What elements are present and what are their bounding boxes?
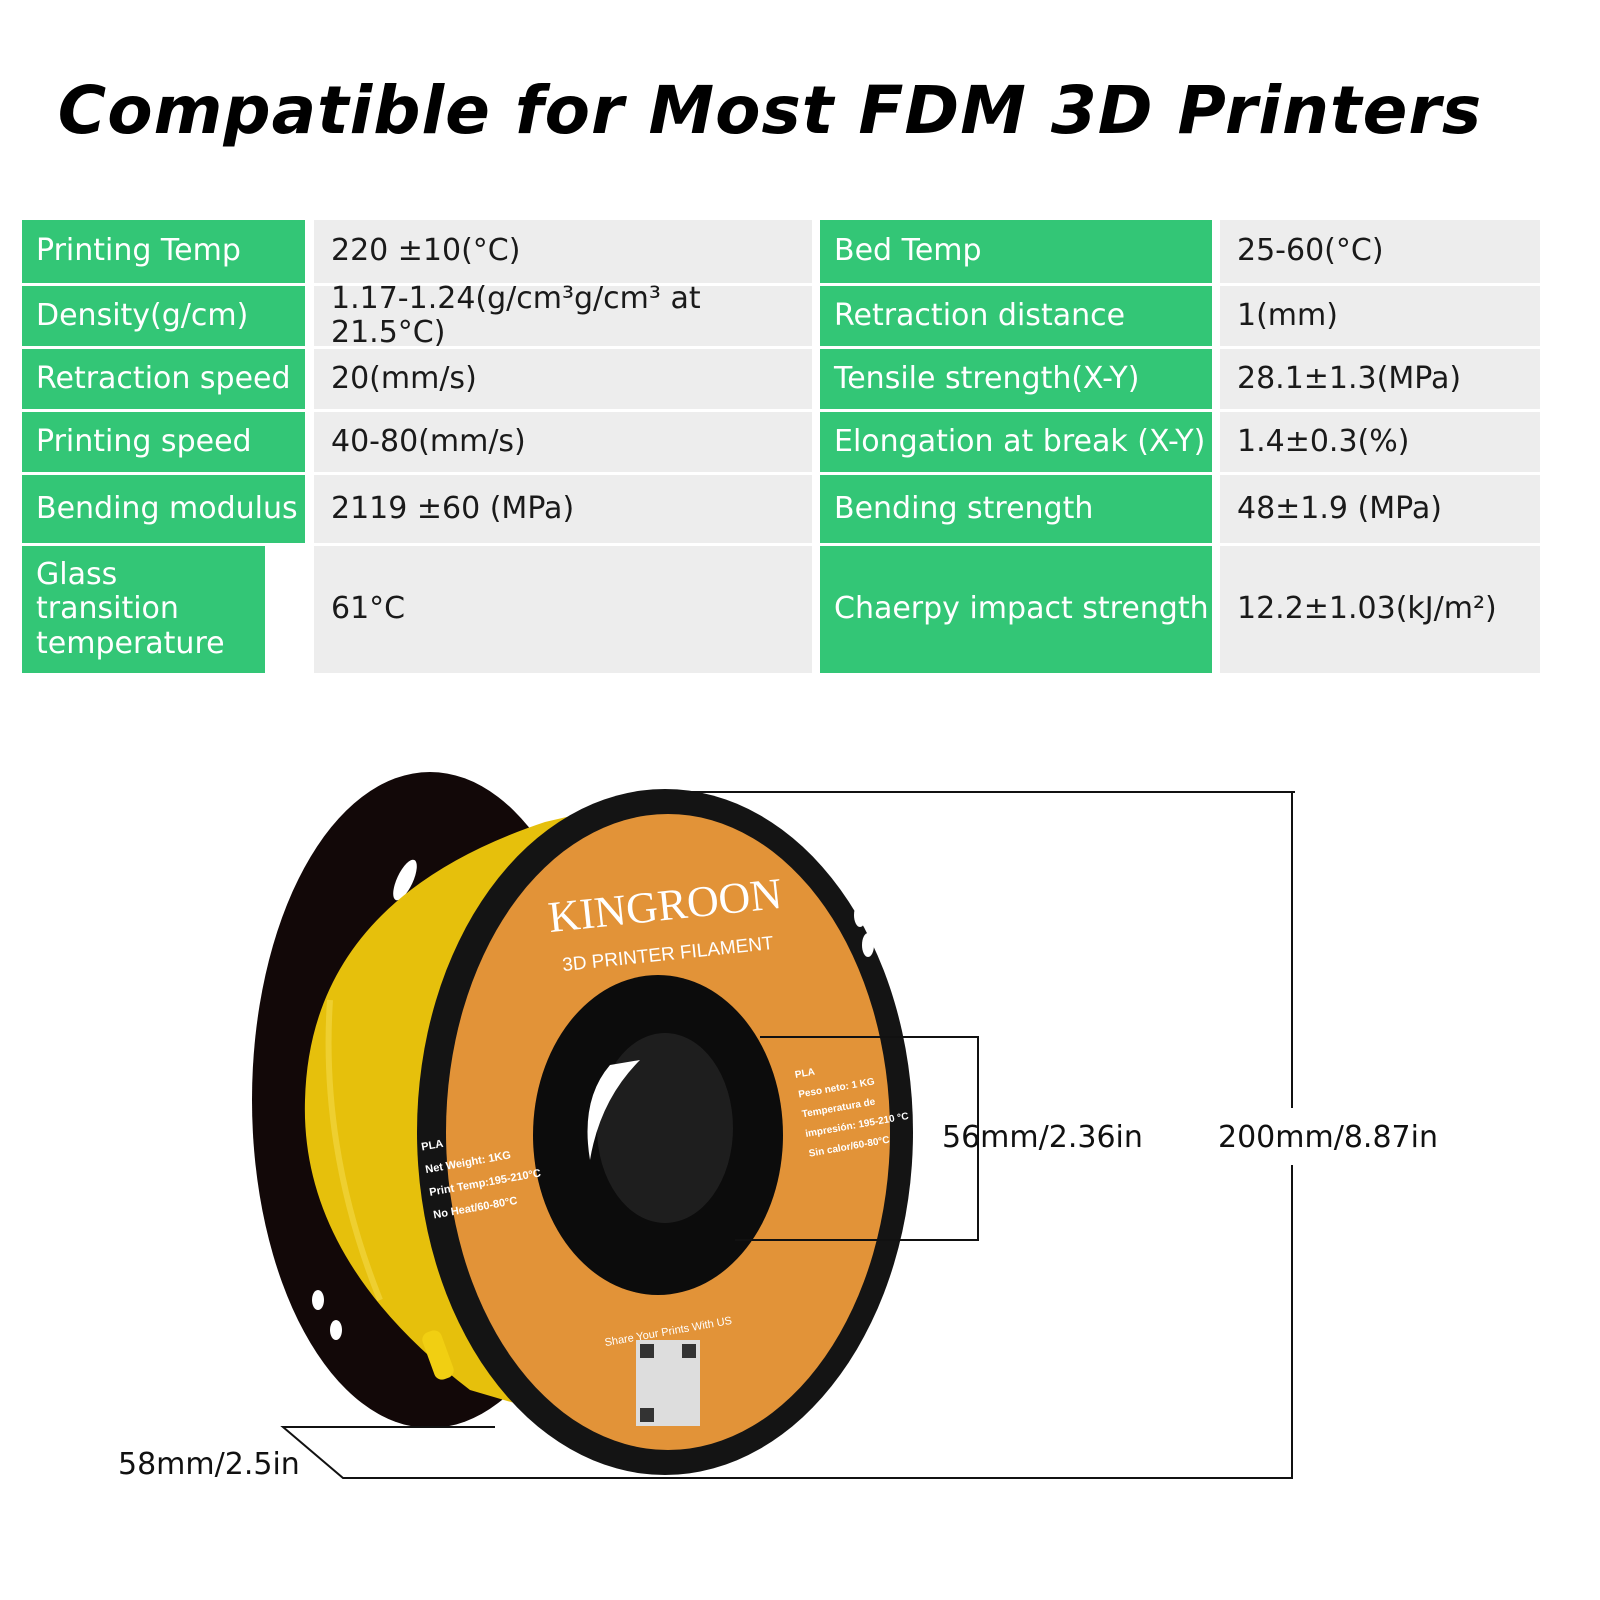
left-spec-value: 2119 ±60 (MPa) [314,475,812,543]
spool-diameter-label: 200mm/8.87in [1218,1120,1438,1155]
right-spec-label: Retraction distance [820,286,1212,346]
left-spec-label: Density(g/cm) [22,286,305,346]
right-spec-label: Tensile strength(X-Y) [820,349,1212,409]
left-spec-label: Glass transition temperature [22,546,265,673]
hub-diameter-label: 56mm/2.36in [942,1120,1143,1155]
spool-label-line: PLA [794,1067,816,1081]
right-spec-value: 28.1±1.3(MPa) [1220,349,1540,409]
spool-width-label: 58mm/2.5in [118,1447,300,1482]
page-title: Compatible for Most FDM 3D Printers [57,72,1483,149]
left-spec-label: Printing Temp [22,220,305,283]
left-spec-label: Bending modulus [22,475,305,543]
left-spec-value: 220 ±10(°C) [314,220,812,283]
left-spec-value: 1.17-1.24(g/cm³g/cm³ at 21.5°C) [314,281,812,350]
left-spec-label: Printing speed [22,412,305,472]
right-spec-value: 1.4±0.3(%) [1220,412,1540,472]
left-spec-value: 61°C [314,546,812,673]
right-spec-label: Bending strength [820,475,1212,543]
left-spec-value: 40-80(mm/s) [314,412,812,472]
dimension-lines [280,791,1295,1479]
right-spec-value: 12.2±1.03(kJ/m²) [1220,546,1540,673]
right-spec-value: 25-60(°C) [1220,220,1540,283]
right-spec-label: Bed Temp [820,220,1212,283]
right-spec-label: Chaerpy impact strength [820,546,1212,673]
left-spec-value: 20(mm/s) [314,349,812,409]
left-spec-label: Retraction speed [22,349,305,409]
spool-label-line: PLA [420,1138,444,1154]
right-spec-value: 1(mm) [1220,286,1540,346]
right-spec-label: Elongation at break (X-Y) [820,412,1212,472]
right-spec-value: 48±1.9 (MPa) [1220,475,1540,543]
